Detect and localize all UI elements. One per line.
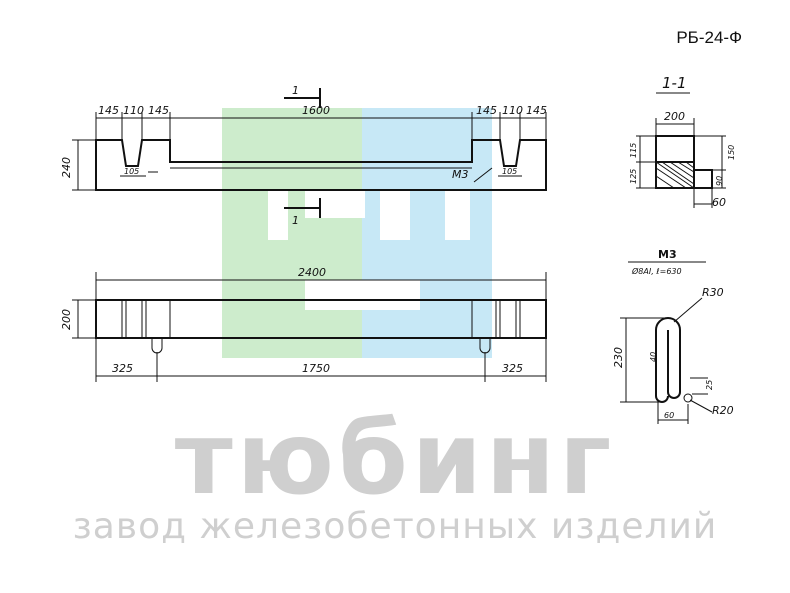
dim-1750: 1750	[302, 362, 330, 375]
dim-200-plan: 200	[60, 309, 73, 330]
dim-145-c: 145	[476, 104, 497, 117]
elevation-view: 145 110 145 1600 145 110 145 240 105 105…	[60, 84, 547, 227]
rebar-spec: Ø8AI, ℓ=630	[631, 266, 682, 276]
dim-1600: 1600	[302, 104, 330, 117]
sec-dim-150: 150	[727, 145, 736, 160]
dim-25: 25	[705, 380, 714, 390]
section-1-1: 1-1 200 115 125 150 90 60	[629, 74, 736, 209]
dim-40: 40	[649, 352, 658, 362]
cut-mark-bottom: 1	[292, 214, 299, 227]
dim-240: 240	[60, 157, 73, 178]
watermark-green-block	[222, 108, 362, 358]
brand-tagline: завод железобетонных изделий	[72, 506, 718, 547]
rebar-m3-detail: М3 Ø8AI, ℓ=630 R30 230 40 25 60 R20	[612, 248, 734, 424]
brand-name: тюбинг	[174, 400, 616, 517]
product-code: РБ-24-Ф	[676, 28, 742, 47]
watermark-logo	[222, 108, 492, 358]
dim-145-d: 145	[526, 104, 547, 117]
dim-325-left: 325	[112, 362, 133, 375]
dim-r30: R30	[702, 286, 724, 299]
sec-dim-125: 125	[629, 169, 638, 184]
sec-dim-90: 90	[715, 176, 724, 186]
plan-view: 2400 200 325 1750 325	[60, 266, 547, 382]
rebar-title: М3	[658, 248, 677, 261]
dim-105-right: 105	[502, 167, 517, 176]
dim-60-rebar: 60	[664, 411, 674, 420]
dim-230: 230	[612, 347, 625, 368]
dim-145-b: 145	[148, 104, 169, 117]
dim-110-a: 110	[123, 104, 144, 117]
dim-r20: R20	[712, 404, 734, 417]
sec-dim-115: 115	[629, 143, 638, 158]
dim-145-a: 145	[98, 104, 119, 117]
dim-2400: 2400	[298, 266, 326, 279]
dim-325-right: 325	[502, 362, 523, 375]
rebar-callout-m3: М3	[452, 168, 469, 181]
sec-dim-60: 60	[712, 196, 726, 209]
dim-110-b: 110	[502, 104, 523, 117]
section-title: 1-1	[662, 74, 687, 92]
cut-mark-top: 1	[292, 84, 299, 97]
dim-105-left: 105	[124, 167, 139, 176]
sec-dim-200: 200	[664, 110, 685, 123]
